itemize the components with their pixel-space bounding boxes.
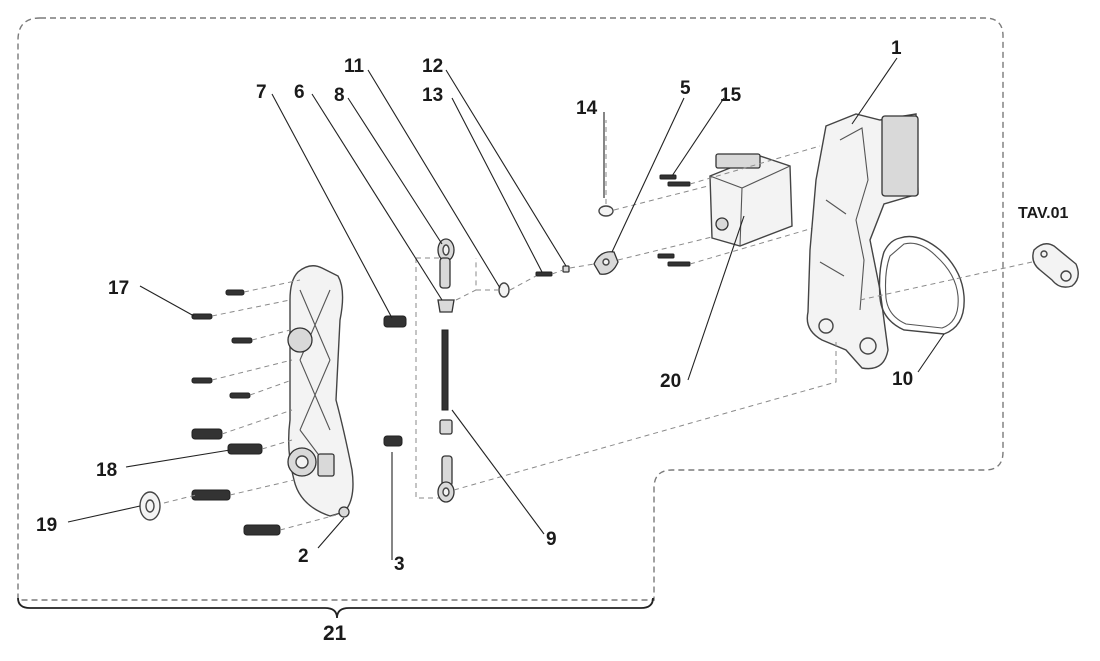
bolt-upper bbox=[383, 315, 407, 328]
small-bolt bbox=[535, 271, 553, 277]
callout-18: 18 bbox=[96, 460, 117, 481]
callout-11: 11 bbox=[344, 56, 365, 77]
linkage-rod-assembly bbox=[415, 238, 455, 503]
callout-3: 3 bbox=[394, 554, 405, 575]
callout-21: 21 bbox=[323, 622, 347, 645]
leader-lines bbox=[67, 57, 945, 560]
callout-tav01: TAV.01 bbox=[1018, 205, 1069, 222]
callout-6: 6 bbox=[294, 82, 305, 103]
main-bracket bbox=[806, 113, 919, 370]
callout-19: 19 bbox=[36, 515, 57, 536]
callout-15: 15 bbox=[720, 85, 742, 106]
callout-5: 5 bbox=[680, 78, 691, 99]
callout-20: 20 bbox=[660, 371, 681, 392]
washer bbox=[139, 491, 161, 521]
assembly-brace bbox=[17, 597, 654, 619]
spacer-washer bbox=[498, 282, 510, 298]
servo-washer bbox=[598, 120, 717, 217]
callout-14: 14 bbox=[576, 98, 598, 119]
small-nut bbox=[562, 265, 570, 273]
cover-screw-axes bbox=[163, 279, 337, 531]
servo-horn bbox=[593, 251, 619, 275]
servo-motor bbox=[709, 153, 793, 247]
callout-labels: 1 2 3 5 6 7 8 9 10 11 12 13 14 15 17 18 … bbox=[36, 38, 1069, 645]
side-cover-plate bbox=[287, 265, 354, 518]
callout-10: 10 bbox=[892, 369, 913, 390]
callout-12: 12 bbox=[422, 56, 443, 77]
callout-2: 2 bbox=[298, 546, 309, 567]
callout-1: 1 bbox=[891, 38, 902, 59]
callout-7: 7 bbox=[256, 82, 267, 103]
callout-13: 13 bbox=[422, 85, 443, 106]
bolt-lower bbox=[383, 435, 403, 447]
servo-screws bbox=[657, 145, 821, 267]
callout-17: 17 bbox=[108, 278, 129, 299]
gasket bbox=[878, 235, 965, 335]
assembly-axis bbox=[453, 340, 837, 491]
horn-axes bbox=[455, 235, 717, 301]
cover-screws bbox=[191, 289, 281, 536]
callout-8: 8 bbox=[334, 85, 345, 106]
tav-bracket bbox=[859, 243, 1079, 301]
callout-9: 9 bbox=[546, 529, 557, 550]
assembly-outline bbox=[17, 17, 1004, 601]
